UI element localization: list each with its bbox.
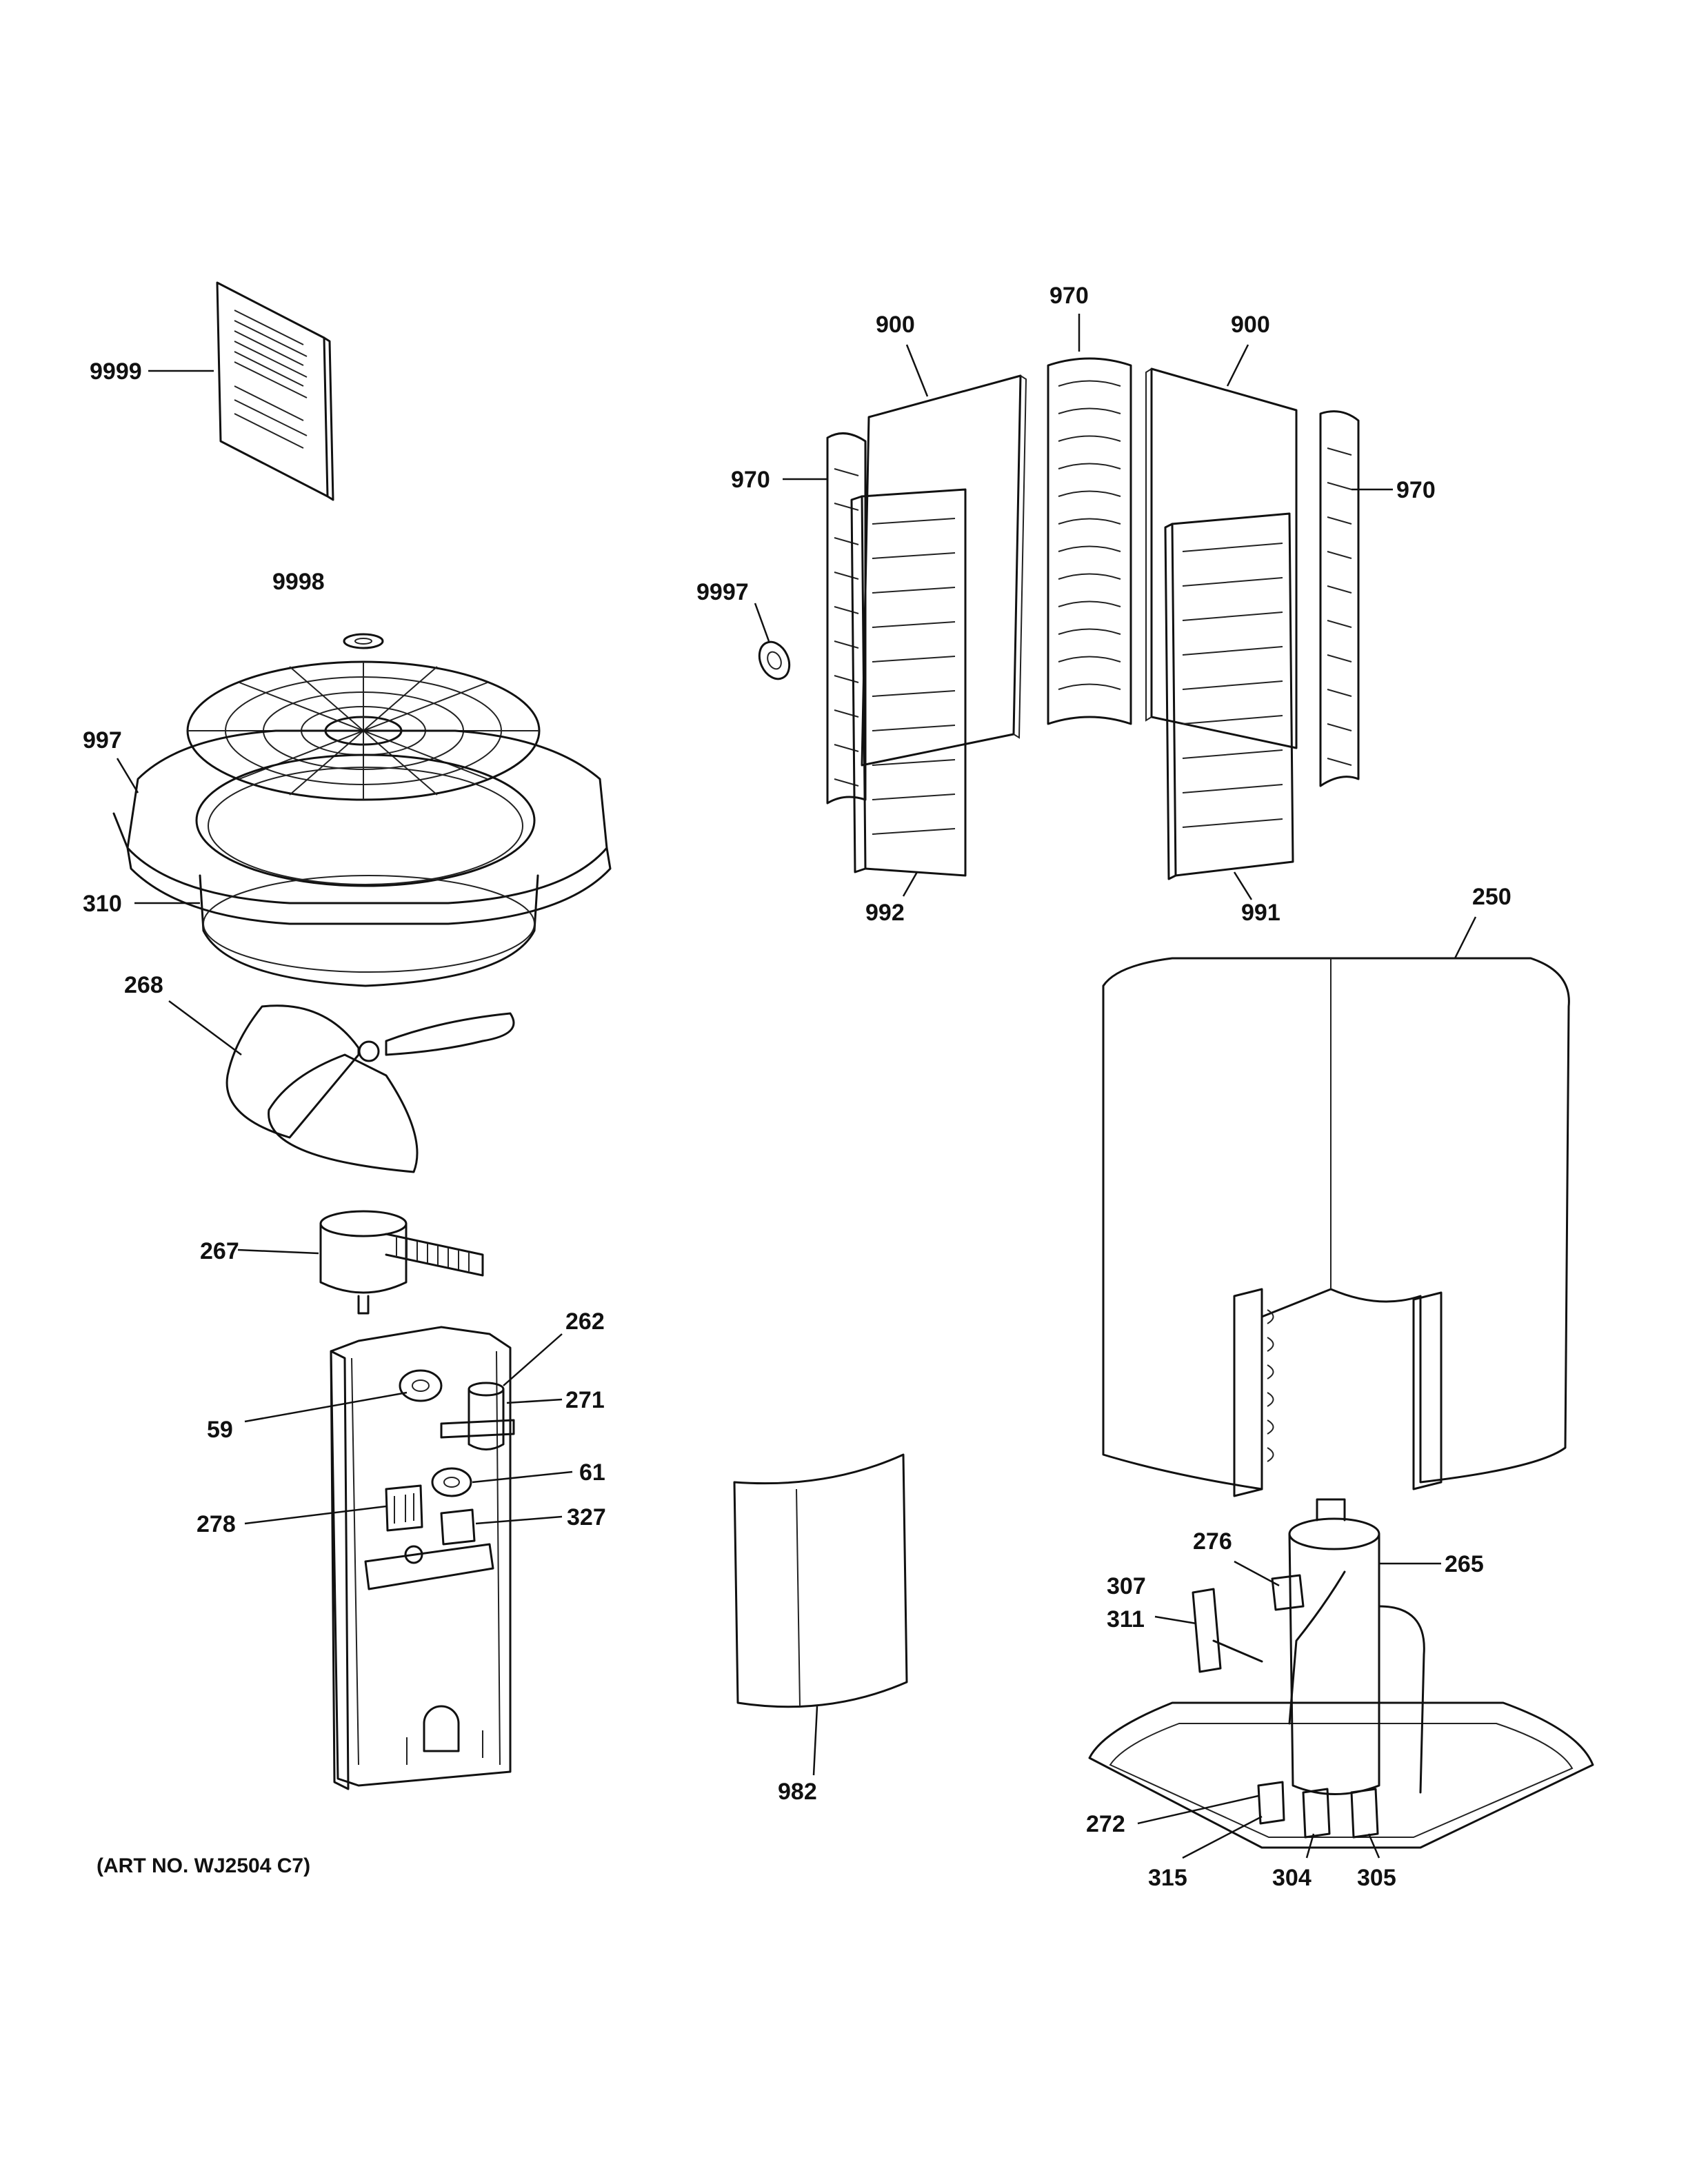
callout-997: 997 [83,727,122,754]
callout-265: 265 [1445,1551,1484,1577]
callout-982: 982 [778,1779,817,1805]
part-base-pan [1088,1701,1594,1849]
part-310-orifice [199,874,539,987]
part-970-left-corner [826,432,867,805]
callout-9999: 9999 [90,358,142,385]
callout-262: 262 [565,1308,605,1335]
callout-311: 311 [1107,1606,1145,1632]
leader-268 [168,1000,242,1056]
part-service-valves [1257,1781,1379,1839]
leader-315 [1182,1815,1263,1859]
callout-991: 991 [1241,900,1280,926]
part-970-right-corner [1319,410,1360,787]
art-number-caption: (ART NO. WJ2504 C7) [97,1854,311,1877]
callout-310: 310 [83,891,122,917]
leader-982 [812,1706,818,1776]
leader-276 [1234,1560,1280,1587]
callout-9998: 9998 [272,569,325,595]
part-9997-badge [758,640,791,680]
leader-900b [1226,344,1249,387]
part-9998-nut [343,633,384,649]
part-997-top-panel [112,729,612,925]
part-267-fan-motor [319,1210,484,1315]
callout-315: 315 [1148,1865,1187,1891]
leader-304 [1305,1833,1315,1859]
leader-997 [116,758,139,793]
part-307-311-drier [1192,1588,1263,1673]
callout-267: 267 [200,1238,239,1264]
callout-900a: 900 [876,312,915,338]
callout-250: 250 [1472,884,1511,910]
part-991-right-grille [1164,512,1294,880]
callout-276: 276 [1193,1528,1232,1555]
leader-61 [472,1470,573,1484]
leader-992 [902,871,918,897]
callout-272: 272 [1086,1811,1125,1837]
leader-9997 [754,603,770,642]
part-9999-manual [216,281,334,501]
callout-59: 59 [207,1417,233,1443]
leader-59 [244,1391,408,1423]
part-900-left-panel [861,374,1027,767]
leader-271 [506,1398,563,1404]
callout-970top: 970 [1049,283,1089,309]
callout-268: 268 [124,972,163,998]
part-265-compressor [1271,1498,1425,1795]
callout-9997: 9997 [696,579,749,605]
callout-970right: 970 [1396,477,1436,503]
part-250-coil [1102,957,1570,1497]
leader-262 [503,1333,563,1386]
leader-272 [1137,1794,1259,1825]
part-992-left-grille [850,488,967,877]
leader-991 [1233,871,1253,900]
part-268-fan-blade [225,1004,515,1173]
leader-278 [244,1505,387,1525]
callout-278: 278 [197,1511,236,1537]
callout-900b: 900 [1231,312,1270,338]
leader-900a [905,344,929,397]
leader-311 [1154,1615,1197,1625]
callout-61: 61 [579,1459,605,1486]
part-control-box [330,1326,515,1790]
part-970-top-corner [1047,357,1132,725]
callout-307: 307 [1107,1573,1146,1599]
callout-271: 271 [565,1387,605,1413]
leader-305 [1367,1833,1380,1859]
callout-327: 327 [567,1504,606,1530]
callout-992: 992 [865,900,905,926]
callout-305: 305 [1357,1865,1396,1891]
part-982-access-panel [733,1453,908,1708]
callout-304: 304 [1272,1865,1312,1891]
leader-327 [475,1515,563,1525]
leader-267 [237,1248,319,1255]
part-900-right-panel [1145,367,1298,749]
leader-250 [1454,916,1477,959]
callout-970left: 970 [731,467,770,493]
